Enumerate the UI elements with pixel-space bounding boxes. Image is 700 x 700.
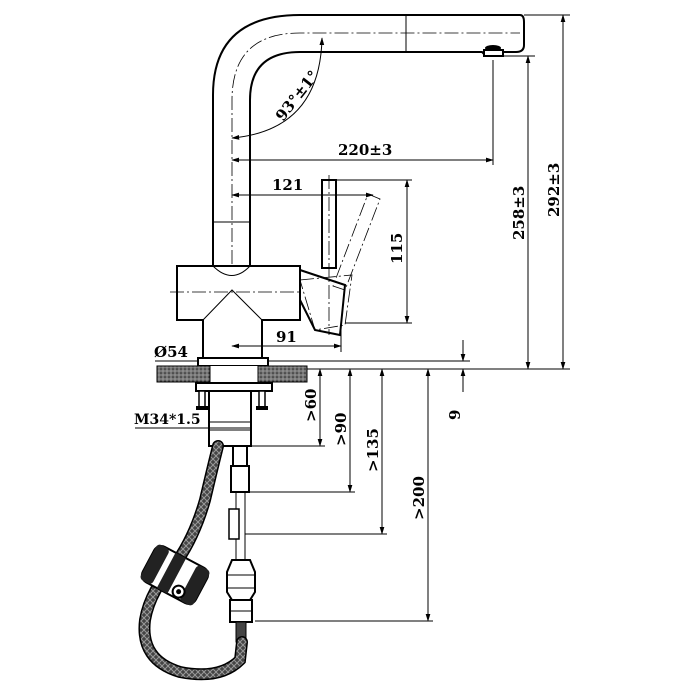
label-body-width: 91 [276, 328, 297, 346]
dimension-min-200: >200 [255, 368, 433, 622]
dimension-base-diameter: Ø54 [154, 343, 470, 362]
label-spout-height: 258±3 [510, 186, 528, 240]
lever-handle [299, 175, 381, 337]
base-assembly [156, 357, 308, 447]
dimension-countertop-gap: 9 [446, 340, 466, 420]
dimension-total-height: 292±3 [524, 14, 570, 370]
label-countertop-gap: 9 [446, 410, 464, 420]
dimension-min-60: >60 [251, 368, 325, 447]
label-min-135: >135 [364, 428, 382, 472]
dimension-min-135: >135 [245, 368, 387, 535]
label-min-90: >90 [332, 413, 350, 446]
dimension-lever-offset: 121 [231, 176, 374, 198]
pull-out-hose [138, 440, 248, 681]
dimension-spout-reach: 220±3 [231, 60, 494, 165]
label-total-height: 292±3 [545, 163, 563, 217]
label-spout-angle: 93°±1° [272, 67, 322, 124]
label-base-diameter: Ø54 [154, 343, 188, 361]
dimension-lever-height: 115 [337, 179, 412, 324]
label-lever-height: 115 [388, 233, 406, 264]
supply-hose-right [226, 445, 256, 643]
label-spout-reach: 220±3 [338, 141, 392, 159]
label-min-60: >60 [302, 389, 320, 422]
dimension-min-90: >90 [249, 368, 355, 493]
label-min-200: >200 [410, 476, 428, 520]
hose-weight [140, 544, 210, 606]
dimension-thread: M34*1.5 [134, 412, 251, 429]
label-lever-offset: 121 [272, 176, 303, 194]
dimension-body-width: 91 [231, 320, 342, 352]
label-thread: M34*1.5 [134, 412, 201, 428]
dimension-spout-height: 258±3 [307, 55, 570, 370]
